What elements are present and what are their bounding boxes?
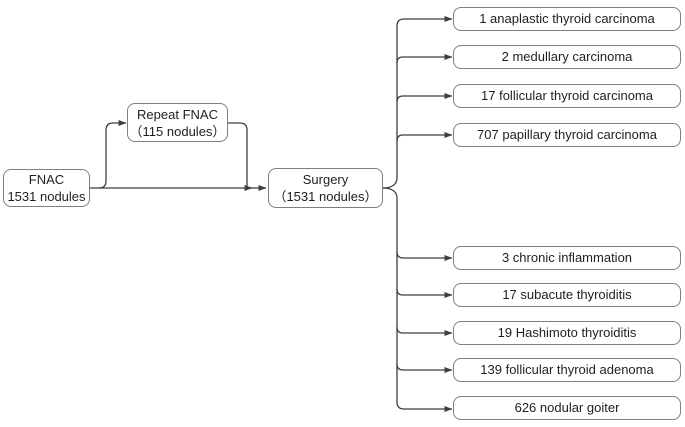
line-repeat-fnac-to-junction xyxy=(228,122,248,188)
outcome-box-anaplastic-thyroid-carcinoma: 1 anaplastic thyroid carcinoma xyxy=(453,7,681,31)
outcome-box-medullary-carcinoma: 2 medullary carcinoma xyxy=(453,45,681,69)
arrow-trunk-to-outcome-6 xyxy=(396,288,453,298)
surgery-box-title: Surgery xyxy=(302,172,349,187)
arrow-trunk-to-outcome-7 xyxy=(396,326,453,336)
fnac-box-title: FNAC xyxy=(28,172,65,187)
outcome-box-follicular-thyroid-adenoma: 139 follicular thyroid adenoma xyxy=(453,358,681,382)
arrow-surgery-to-outcome-9 xyxy=(382,187,453,412)
repeat-fnac-box-count: （115 nodules） xyxy=(129,123,226,139)
arrow-trunk-to-outcome-8 xyxy=(396,363,453,373)
arrow-trunk-to-outcome-5 xyxy=(396,251,453,261)
fnac-box-count: 1531 nodules xyxy=(7,189,86,204)
repeat-fnac-box: Repeat FNAC （115 nodules） xyxy=(127,103,228,142)
outcome-box-subacute-thyroiditis: 17 subacute thyroiditis xyxy=(453,283,681,307)
outcome-box-hashimoto-thyroiditis: 19 Hashimoto thyroiditis xyxy=(453,321,681,345)
outcome-box-follicular-thyroid-carcinoma: 17 follicular thyroid carcinoma xyxy=(453,84,681,108)
surgery-box-count: （1531 nodules） xyxy=(273,189,378,204)
fnac-box: FNAC 1531 nodules xyxy=(3,169,90,207)
arrow-trunk-to-outcome-2 xyxy=(396,54,453,64)
arrow-trunk-to-outcome-4 xyxy=(396,132,453,142)
outcome-box-papillary-thyroid-carcinoma: 707 papillary thyroid carcinoma xyxy=(453,123,681,147)
outcome-box-chronic-inflammation: 3 chronic inflammation xyxy=(453,246,681,270)
surgery-box: Surgery （1531 nodules） xyxy=(268,168,383,208)
arrow-trunk-to-outcome-3 xyxy=(396,93,453,103)
outcome-box-nodular-goiter: 626 nodular goiter xyxy=(453,396,681,420)
repeat-fnac-box-title: Repeat FNAC xyxy=(137,106,218,122)
arrow-fnac-to-repeat-fnac xyxy=(98,120,127,189)
arrow-surgery-to-outcome-1 xyxy=(382,16,453,189)
